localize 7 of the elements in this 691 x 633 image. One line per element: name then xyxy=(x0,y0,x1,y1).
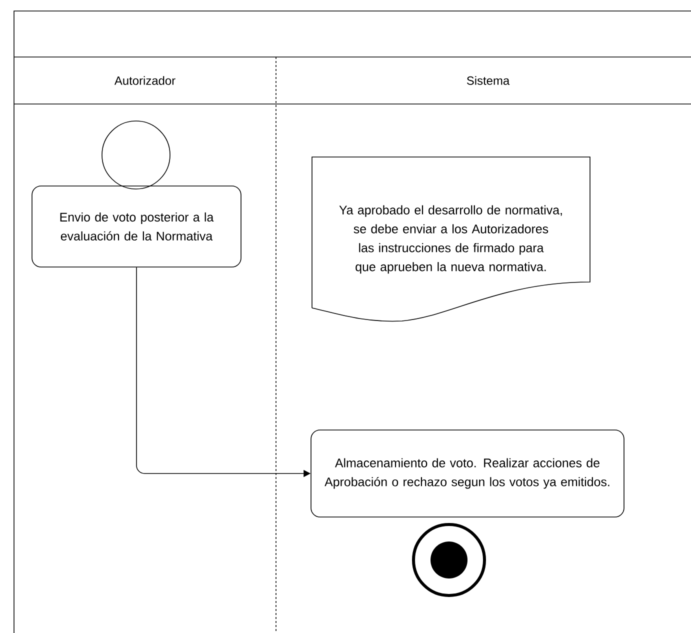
note-shape: Ya aprobado el desarrollo de normativa, se debe enviar a los Autorizadores las instrucciones de firmado para que aprueben la nueva normativa. xyxy=(312,156,590,322)
start-circle xyxy=(102,120,170,190)
lane-header: Autorizador xyxy=(114,76,176,85)
end-circle xyxy=(412,522,486,597)
activity-box: Envio de voto posterior a la evaluación de la Normativa xyxy=(32,186,242,268)
lane-header: Sistema xyxy=(466,76,510,85)
activity-box: Almacenamiento de voto. Realizar acciones de Aprobación o rechazo segun los votos ya emitidos. xyxy=(310,430,624,518)
